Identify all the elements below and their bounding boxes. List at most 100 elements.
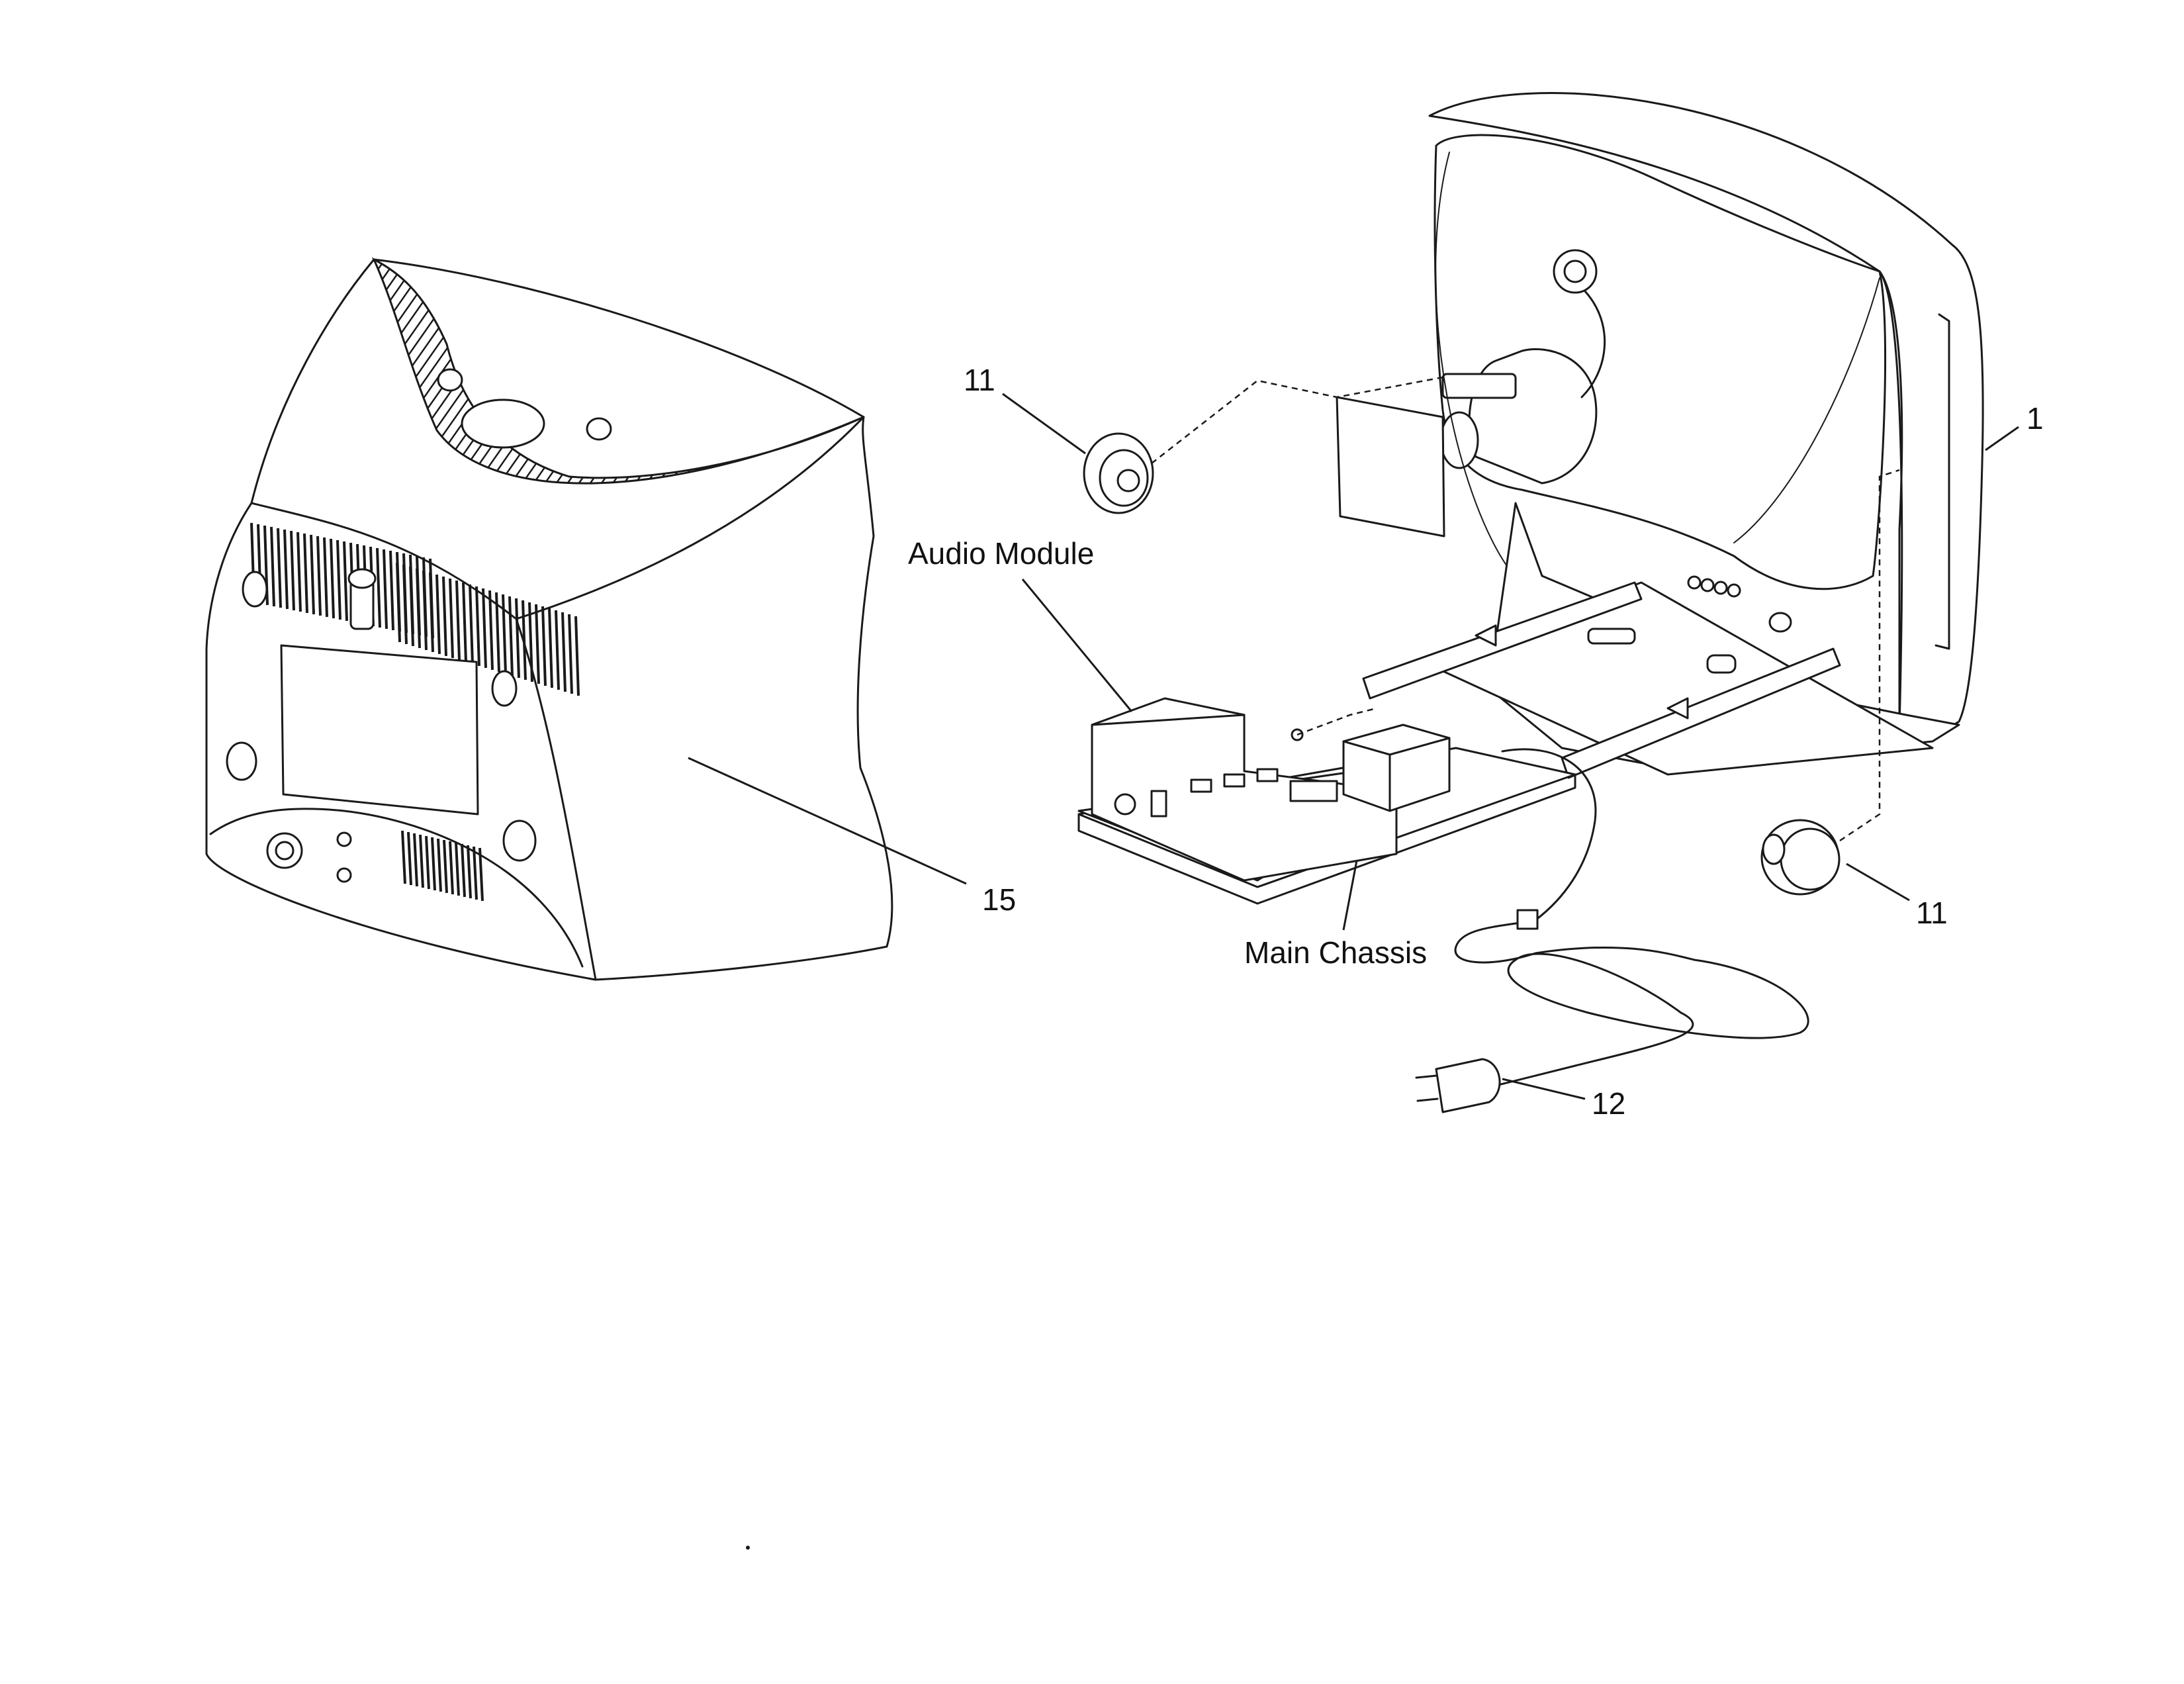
vent-slot — [495, 592, 500, 673]
vent-slot — [303, 533, 308, 614]
vent-slot — [555, 610, 560, 690]
vent-slot — [343, 541, 348, 622]
vent-slot — [401, 830, 406, 884]
crt-neck-board — [1336, 396, 1445, 538]
chassis-capacitor — [1706, 654, 1737, 674]
vent-slot — [449, 578, 454, 659]
callout-15: 15 — [982, 882, 1016, 917]
callout-main-chassis: Main Chassis — [1244, 935, 1427, 970]
vent-slot — [413, 833, 418, 887]
callout-11-left: 11 — [964, 363, 995, 397]
speaker-right-cone — [1780, 827, 1841, 891]
vent-slot — [442, 576, 447, 657]
chassis-led-b — [1700, 578, 1715, 592]
vent-slot — [508, 596, 514, 677]
chassis-knob — [1768, 612, 1792, 633]
vent-slot — [488, 590, 494, 671]
speaker-left-cap — [1116, 469, 1140, 492]
power-plug-prongs — [1415, 1074, 1439, 1102]
vent-slot — [467, 845, 472, 899]
stray-dot — [746, 1546, 750, 1550]
vent-slot — [437, 838, 442, 892]
vent-slot — [574, 616, 580, 696]
vent-slot — [541, 606, 547, 686]
audio-module-ic-c — [1256, 768, 1279, 782]
vent-slot — [409, 566, 414, 647]
speaker-right-magnet — [1762, 833, 1786, 865]
vent-slot — [296, 532, 302, 612]
vent-slot — [535, 604, 540, 684]
bezel-side-slot — [1934, 313, 1950, 650]
vent-slot — [482, 588, 487, 669]
audio-module-shield-box — [1091, 714, 1398, 882]
chassis-components — [1587, 575, 1792, 674]
vent-slot — [528, 602, 533, 682]
rail-clip-rear — [1475, 624, 1497, 647]
vent-slot — [330, 538, 335, 619]
transformer-edges — [1342, 737, 1451, 812]
rear-cabinet-handle-recess — [461, 398, 545, 449]
chassis-led-a — [1687, 575, 1702, 590]
vent-slot — [469, 584, 474, 665]
rear-cabinet-lower-contour — [209, 808, 584, 968]
vent-slot — [283, 529, 289, 610]
rear-cabinet-jack-core — [275, 841, 295, 861]
power-plug-body — [1435, 1058, 1501, 1113]
vent-slot — [561, 612, 567, 692]
vent-slot — [478, 847, 484, 902]
vent-slot — [383, 549, 388, 630]
chassis-led-d — [1727, 583, 1741, 598]
vent-slot — [435, 574, 441, 655]
vent-slot — [455, 842, 460, 896]
vent-slot — [455, 580, 461, 661]
vent-slot — [461, 843, 466, 898]
audio-module-heatsink — [1289, 780, 1338, 802]
audio-module-mount-line — [1297, 707, 1377, 736]
vent-slot — [277, 528, 282, 608]
vent-slot — [568, 614, 573, 694]
vent-slot — [407, 831, 412, 886]
vent-slot — [336, 539, 341, 620]
rear-cabinet-hole-b — [491, 670, 518, 707]
power-cord-wire — [1454, 748, 1809, 1087]
crt-neck-socket — [1439, 411, 1479, 469]
rear-cabinet-hole-c — [226, 741, 257, 781]
vent-slot — [396, 562, 401, 643]
leader-main-chassis — [1342, 860, 1358, 931]
callout-audio-module: Audio Module — [908, 536, 1094, 571]
audio-module — [1077, 697, 1451, 882]
rear-cabinet-post-cap — [347, 568, 377, 589]
crt-anode-cap-core — [1563, 259, 1587, 283]
vent-slot — [522, 600, 527, 680]
crt-anode-lead — [1580, 290, 1606, 398]
callout-12: 12 — [1592, 1086, 1625, 1121]
speaker-left — [1083, 432, 1154, 514]
vent-slot — [419, 834, 424, 888]
leader-1 — [1985, 426, 2019, 451]
audio-module-ic-b — [1223, 773, 1246, 788]
speaker-right — [1760, 819, 1841, 896]
chassis-connector-block — [1587, 628, 1636, 645]
rear-cabinet-vent-lower — [401, 830, 484, 902]
chassis-rail-front — [1561, 647, 1841, 779]
callout-11-right: 11 — [1916, 896, 1948, 930]
power-cord — [1415, 748, 1809, 1113]
rear-cabinet-top-hole-right — [586, 417, 612, 441]
rail-clip-front — [1666, 697, 1689, 720]
rear-cabinet-label-panel — [280, 644, 479, 816]
vent-slot — [270, 526, 275, 607]
vent-slot — [425, 835, 430, 890]
rear-cabinet-hole-d — [502, 819, 537, 862]
leader-12 — [1502, 1078, 1586, 1100]
vent-slot — [443, 839, 448, 894]
vent-slot — [323, 537, 328, 618]
vent-slot — [475, 586, 480, 667]
vent-slot — [310, 534, 315, 615]
rear-cabinet-side-edge — [515, 618, 597, 981]
vent-slot — [429, 572, 434, 653]
rear-cabinet-knob-b — [336, 867, 352, 883]
leader-11-right — [1846, 863, 1910, 902]
leader-15 — [688, 757, 967, 885]
